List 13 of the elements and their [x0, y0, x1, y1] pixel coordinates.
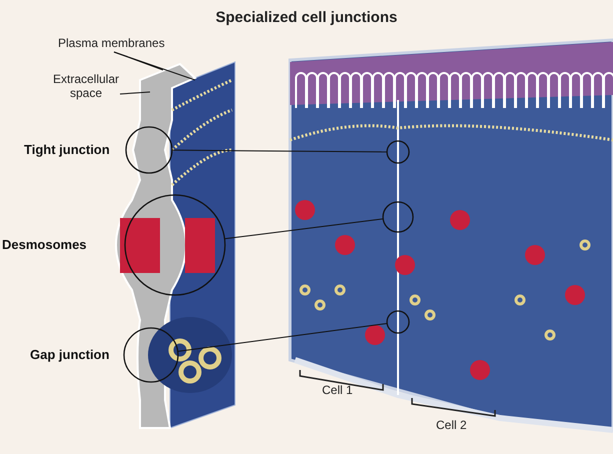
- connector-line: [224, 218, 384, 240]
- callout-label: Extracellular space: [46, 72, 126, 102]
- leader-line: [120, 92, 150, 94]
- junction-label: Gap junction: [30, 347, 110, 363]
- cell-label: Cell 1: [322, 383, 353, 397]
- connector-line: [177, 322, 388, 352]
- junction-label: Tight junction: [24, 142, 110, 158]
- connector-line: [172, 150, 388, 152]
- junction-label: Desmosomes: [2, 237, 87, 253]
- cell-label: Cell 2: [436, 418, 467, 432]
- title: Specialized cell junctions: [214, 9, 398, 27]
- leader-line: [114, 52, 196, 80]
- callout-label: Plasma membranes: [58, 36, 170, 52]
